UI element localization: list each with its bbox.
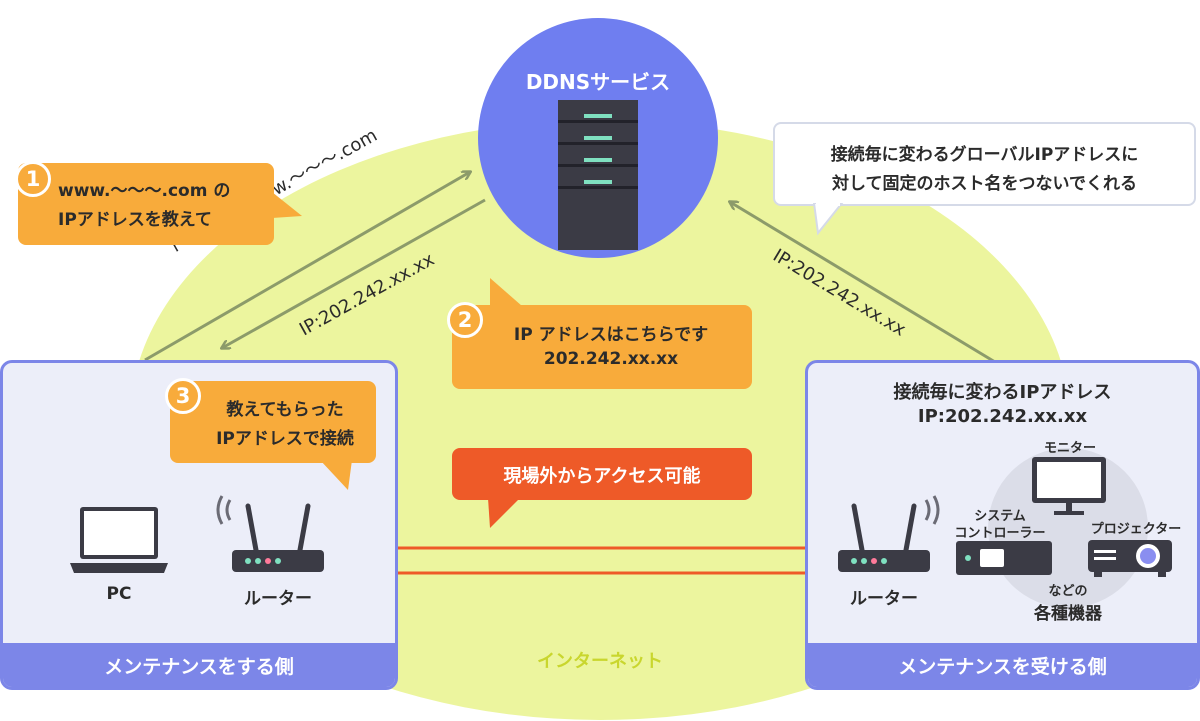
right-router-icon (838, 495, 940, 572)
projector-icon (1088, 540, 1172, 577)
projector-label: プロジェクター (1090, 522, 1182, 537)
ip-response-arrow (222, 198, 486, 348)
monitor-icon (1032, 457, 1106, 515)
maintainer-side-footer: メンテナンスをする側 (3, 643, 395, 687)
step1-bubble (18, 163, 274, 245)
internet-label: インターネット (537, 651, 663, 672)
step2-badge: 2 (447, 302, 483, 338)
laptop-icon (70, 507, 168, 573)
step1-line1: www.〜〜〜.com の (58, 181, 231, 201)
info-line1: 接続毎に変わるグローバルIPアドレスに (830, 145, 1139, 165)
ip-register-arrow (730, 202, 996, 364)
maintained-side-footer: メンテナンスを受ける側 (808, 643, 1197, 687)
step3-line2: IPアドレスで接続 (216, 429, 354, 449)
step2-line2: 202.242.xx.xx (543, 349, 679, 369)
server-icon (558, 100, 638, 250)
domain-query-arrow (144, 172, 470, 362)
info-line2: 対して固定のホスト名をつないでくれる (832, 174, 1137, 194)
step1-badge: 1 (15, 161, 51, 197)
devices-small-label: などの (1048, 584, 1088, 599)
step3-bubble (170, 381, 376, 463)
step2-bubble-tail (490, 278, 522, 306)
step3-bubble-tail (320, 460, 352, 490)
right-router-label: ルーター (850, 589, 918, 609)
step2-bubble (452, 305, 752, 389)
step1-line2: IPアドレスを教えて (58, 210, 212, 230)
pc-label: PC (106, 584, 132, 604)
remote-access-bubble (452, 448, 752, 500)
step2-line1: IP アドレスはこちらです (513, 325, 709, 345)
devices-big-label: 各種機器 (1034, 604, 1102, 624)
step3-badge: 3 (165, 378, 201, 414)
system-controller-label-2: コントローラー (954, 526, 1046, 541)
left-router-label: ルーター (244, 589, 312, 609)
monitor-label: モニター (1043, 441, 1096, 456)
left-router-icon (216, 495, 324, 572)
dynamic-ip-value: IP:202.242.xx.xx (917, 406, 1088, 427)
remote-access-bubble-tail (488, 498, 520, 528)
step1-bubble-tail (272, 192, 302, 218)
ddns-title: DDNSサービス (525, 70, 671, 94)
system-controller-icon (956, 541, 1052, 575)
dynamic-ip-title: 接続毎に変わるIPアドレス (893, 382, 1112, 403)
step3-line1: 教えてもらった (226, 400, 344, 420)
system-controller-label-1: システム (974, 509, 1026, 524)
info-bubble-tail (812, 203, 844, 236)
info-bubble (773, 122, 1196, 206)
remote-access-label: 現場外からアクセス可能 (503, 466, 701, 487)
